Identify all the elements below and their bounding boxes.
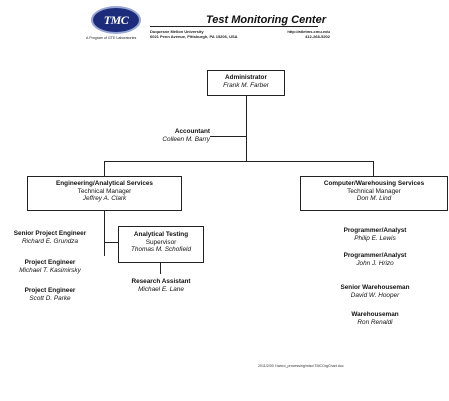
project-engineer-2-title: Project Engineer <box>24 287 76 294</box>
org-address: Duquesne Mellon University 6021 Penn Ave… <box>150 29 238 39</box>
senior-project-engineer-name: Richard E. Grundza <box>21 237 79 245</box>
warehouseman-node: Warehouseman Ron Renaldi <box>320 311 430 326</box>
engineering-box: Engineering/Analytical Services Technica… <box>27 176 182 211</box>
research-assistant-title: Research Assistant <box>131 278 191 285</box>
logo-caption: A Program of GTE Laboratories <box>86 36 137 40</box>
analytical-testing-name: Thomas M. Schofield <box>130 246 192 254</box>
connector-analytical-down <box>160 263 161 274</box>
computer-title: Computer/Warehousing Services <box>323 180 425 187</box>
analytical-testing-box: Analytical Testing Supervisor Thomas M. … <box>118 226 204 263</box>
engineering-title: Engineering/Analytical Services <box>56 180 153 187</box>
analytical-testing-title: Analytical Testing <box>133 231 189 238</box>
computer-name: Don M. Lind <box>356 195 392 203</box>
senior-project-engineer-title: Senior Project Engineer <box>13 230 87 237</box>
accountant-node: Accountant Colleen M. Barry <box>138 128 210 143</box>
computer-box: Computer/Warehousing Services Technical … <box>300 176 448 211</box>
administrator-title: Administrator <box>225 74 267 81</box>
org-name: Duquesne Mellon University <box>150 29 204 34</box>
senior-warehouseman-title: Senior Warehouseman <box>340 284 410 291</box>
senior-warehouseman-name: David W. Hooper <box>350 291 400 299</box>
programmer-1-title: Programmer/Analyst <box>343 227 407 234</box>
connector-eng-down <box>104 211 105 256</box>
accountant-name: Colleen M. Barry <box>162 135 210 143</box>
warehouseman-title: Warehouseman <box>351 311 399 318</box>
page-title: Test Monitoring Center <box>206 14 326 26</box>
contact-phone: 412-268-5202 <box>305 34 330 39</box>
tmc-logo: TMC <box>91 6 141 34</box>
connector-branch-bar <box>104 161 374 162</box>
programmer-1-node: Programmer/Analyst Philip E. Lewis <box>320 227 430 242</box>
connector-computer <box>373 161 374 176</box>
connector-accountant <box>210 136 246 137</box>
programmer-2-title: Programmer/Analyst <box>343 252 407 259</box>
engineering-subtitle: Technical Manager <box>77 187 132 195</box>
contact-info: http://atletms.cmu.edu 412-268-5202 <box>276 29 330 39</box>
computer-subtitle: Technical Manager <box>347 187 401 195</box>
project-engineer-2-name: Scott D. Parke <box>29 294 71 302</box>
connector-analytical <box>104 242 118 243</box>
project-engineer-2-node: Project Engineer Scott D. Parke <box>2 287 98 302</box>
project-engineer-1-name: Michael T. Kasimirsky <box>19 266 81 274</box>
analytical-testing-subtitle: Supervisor <box>145 238 177 246</box>
document-footer: 2011/2/00 I:\word_processing\misc\TMCOrg… <box>258 364 344 368</box>
project-engineer-1-node: Project Engineer Michael T. Kasimirsky <box>2 259 98 274</box>
administrator-name: Frank M. Farber <box>223 81 269 89</box>
engineering-name: Jeffrey A. Clark <box>82 195 127 203</box>
programmer-2-name: John J. Hrizo <box>356 259 394 267</box>
connector-engineering <box>104 161 105 176</box>
senior-project-engineer-node: Senior Project Engineer Richard E. Grund… <box>2 230 98 245</box>
programmer-1-name: Philip E. Lewis <box>354 234 396 242</box>
senior-warehouseman-node: Senior Warehouseman David W. Hooper <box>320 284 430 299</box>
logo-text: TMC <box>103 12 129 27</box>
header-divider <box>150 26 318 27</box>
contact-url: http://atletms.cmu.edu <box>287 29 330 34</box>
administrator-box: Administrator Frank M. Farber <box>207 70 285 96</box>
project-engineer-1-title: Project Engineer <box>24 259 76 266</box>
research-assistant-node: Research Assistant Michael E. Lane <box>118 278 204 293</box>
org-street: 6021 Penn Avenue, Pittsburgh, PA 15206, … <box>150 34 238 39</box>
warehouseman-name: Ron Renaldi <box>357 318 393 326</box>
programmer-2-node: Programmer/Analyst John J. Hrizo <box>320 252 430 267</box>
accountant-title: Accountant <box>174 128 210 135</box>
research-assistant-name: Michael E. Lane <box>138 285 184 293</box>
connector-admin-trunk <box>246 95 247 161</box>
